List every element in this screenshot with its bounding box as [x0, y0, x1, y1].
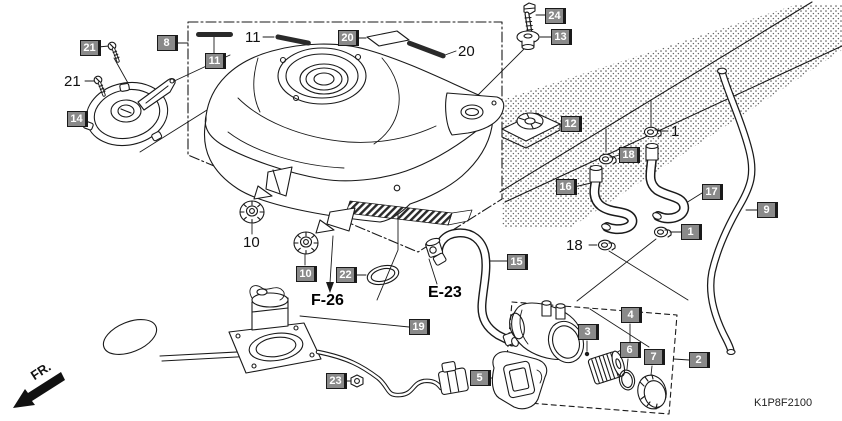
callout-boxed-16: 16: [556, 179, 577, 195]
callout-boxed-6: 6: [620, 342, 641, 358]
callout-boxed-14: 14: [67, 111, 88, 127]
fuel-level-sender-19: [102, 285, 469, 398]
callout-boxed-15: 15: [507, 254, 528, 270]
callout-plain-11: 11: [245, 29, 261, 46]
drain-tube-9: [706, 67, 756, 356]
hose-15-banjo-fitting: [425, 237, 447, 266]
callout-boxed-9: 9: [757, 202, 778, 218]
sender-wires: [249, 285, 285, 301]
section-ref-f26: F-26: [311, 292, 344, 309]
callout-boxed-13: 13: [551, 29, 572, 45]
callout-plain-20: 20: [458, 43, 475, 60]
callout-boxed-24: 24: [545, 8, 566, 24]
tank-bottom-tabs: [253, 166, 356, 234]
fuel-filler-cap-assembly: [82, 40, 176, 147]
callout-boxed-12: 12: [561, 116, 582, 132]
hose-16: [589, 164, 638, 235]
callout-boxed-20: 20: [338, 30, 359, 46]
o-ring-6: [618, 369, 636, 391]
fuel-hose-15: [425, 228, 521, 347]
callout-plain-1-upper: 1: [671, 123, 680, 140]
tank-rear-bracket: [445, 92, 505, 136]
fr-direction-arrow-icon: [13, 372, 65, 408]
callout-boxed-1-lower: 1: [681, 224, 702, 240]
strip-20: [406, 40, 446, 59]
callout-boxed-23: 23: [326, 373, 347, 389]
tank-group-outline-box: [187, 21, 503, 253]
section-ref-e23: E-23: [428, 284, 462, 301]
filler-neck: [277, 47, 367, 105]
callout-boxed-11: 11: [205, 53, 226, 69]
lock-nut-7: [637, 374, 667, 410]
callout-boxed-18-upper: 18: [619, 147, 640, 163]
callout-boxed-8: 8: [157, 35, 178, 51]
callout-boxed-7: 7: [644, 349, 665, 365]
screw-21-b: [92, 74, 107, 97]
clip-1-lower: [653, 226, 672, 238]
callout-boxed-19: 19: [409, 319, 430, 335]
washer-grommet-13: [516, 30, 540, 51]
hose-17: [645, 142, 690, 224]
callout-plain-18-lower: 18: [566, 237, 583, 254]
harness-connector: [438, 361, 469, 395]
mount-bolt-24: [523, 2, 536, 36]
float: [102, 319, 158, 355]
knob-10-b: [293, 231, 319, 255]
rubber-strips: [196, 30, 446, 59]
sender-plate: [228, 322, 322, 374]
callout-boxed-17: 17: [702, 184, 723, 200]
callout-boxed-22: 22: [336, 267, 357, 283]
diagram-code: K1P8F2100: [754, 397, 813, 409]
callout-plain-21: 21: [64, 73, 81, 90]
frame-mount-rubber-12: [501, 112, 561, 149]
fuel-filter-4: [587, 350, 626, 385]
callout-boxed-3: 3: [578, 324, 599, 340]
callout-boxed-5: 5: [470, 370, 491, 386]
callout-boxed-21: 21: [80, 40, 101, 56]
callout-boxed-2: 2: [689, 352, 710, 368]
pump-screw-point: [584, 351, 590, 357]
tank-drain-port: [393, 184, 401, 192]
bracket-cover-5: [491, 351, 548, 410]
pad-20-outline: [366, 30, 410, 47]
knob-10-a: [239, 200, 265, 224]
callout-boxed-10: 10: [296, 266, 317, 282]
frame-stipple-band: [499, 1, 842, 228]
o-ring-22: [366, 264, 400, 286]
strip-8-11: [196, 32, 233, 37]
callout-plain-10: 10: [243, 234, 260, 251]
strip-11: [275, 34, 311, 46]
nut-23: [350, 374, 364, 388]
clip-18-lower: [597, 239, 616, 251]
callout-boxed-4: 4: [621, 307, 642, 323]
